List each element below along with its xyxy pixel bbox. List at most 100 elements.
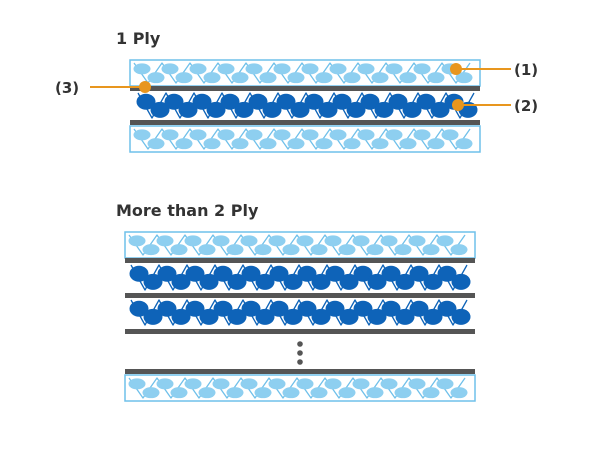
separator-sheet bbox=[130, 120, 480, 125]
fiber-bead bbox=[171, 273, 191, 290]
fiber-bead bbox=[226, 387, 244, 399]
fiber-bead bbox=[178, 101, 198, 118]
fiber-bead bbox=[329, 129, 347, 141]
zigzag-thread bbox=[133, 128, 471, 150]
fiber-bead bbox=[385, 129, 403, 141]
fiber-bead bbox=[213, 265, 233, 282]
fiber-bead bbox=[248, 93, 268, 110]
fiber-bead bbox=[371, 138, 389, 150]
fiber-bead bbox=[170, 387, 188, 399]
zigzag-thread bbox=[130, 299, 468, 326]
fiber-bead bbox=[255, 308, 275, 325]
callout-2-marker bbox=[452, 99, 464, 111]
callout-3-label: (3) bbox=[55, 79, 79, 97]
dark-fabric-layer bbox=[136, 92, 478, 119]
zigzag-thread bbox=[133, 62, 471, 84]
fiber-bead bbox=[367, 273, 387, 290]
fiber-bead bbox=[241, 300, 261, 317]
fiber-bead bbox=[147, 72, 165, 84]
separator-sheet bbox=[125, 293, 475, 298]
fiber-bead bbox=[339, 273, 359, 290]
fiber-bead bbox=[133, 63, 151, 75]
fiber-bead bbox=[357, 129, 375, 141]
fiber-bead bbox=[234, 101, 254, 118]
fiber-bead bbox=[136, 93, 156, 110]
fiber-bead bbox=[241, 265, 261, 282]
fiber-bead bbox=[212, 378, 230, 390]
fiber-bead bbox=[343, 72, 361, 84]
fiber-bead bbox=[290, 101, 310, 118]
fiber-bead bbox=[436, 235, 454, 247]
fiber-bead bbox=[262, 101, 282, 118]
fiber-bead bbox=[227, 273, 247, 290]
fiber-bead bbox=[198, 244, 216, 256]
fiber-bead bbox=[255, 273, 275, 290]
fiber-bead bbox=[402, 101, 422, 118]
fiber-bead bbox=[332, 93, 352, 110]
dark-fabric-layer bbox=[129, 264, 471, 291]
fiber-bead bbox=[301, 129, 319, 141]
fiber-bead bbox=[427, 72, 445, 84]
fiber-bead bbox=[287, 72, 305, 84]
separator-sheet bbox=[125, 329, 475, 334]
fiber-bead bbox=[157, 300, 177, 317]
fiber-bead bbox=[310, 244, 328, 256]
fiber-bead bbox=[409, 265, 429, 282]
fiber-bead bbox=[381, 265, 401, 282]
fiber-bead bbox=[217, 129, 235, 141]
fiber-bead bbox=[128, 235, 146, 247]
fiber-bead bbox=[245, 129, 263, 141]
light-mesh-layer bbox=[124, 231, 476, 259]
fiber-bead bbox=[175, 72, 193, 84]
fiber-bead bbox=[437, 265, 457, 282]
callout-1-label: (1) bbox=[514, 61, 538, 79]
fiber-bead bbox=[441, 129, 459, 141]
fiber-bead bbox=[366, 244, 384, 256]
fiber-bead bbox=[240, 378, 258, 390]
separator-sheet bbox=[125, 258, 475, 263]
fiber-bead bbox=[199, 273, 219, 290]
fiber-bead bbox=[324, 378, 342, 390]
fiber-bead bbox=[318, 101, 338, 118]
fiber-bead bbox=[329, 63, 347, 75]
fiber-bead bbox=[143, 273, 163, 290]
fiber-bead bbox=[315, 72, 333, 84]
fiber-bead bbox=[273, 129, 291, 141]
light-mesh-layer bbox=[124, 374, 476, 402]
fiber-bead bbox=[311, 273, 331, 290]
fiber-bead bbox=[220, 93, 240, 110]
fiber-bead bbox=[430, 101, 450, 118]
fiber-bead bbox=[245, 63, 263, 75]
callout-1: (1) bbox=[450, 61, 538, 79]
zigzag-thread bbox=[128, 377, 466, 399]
fiber-bead bbox=[366, 387, 384, 399]
fiber-bead bbox=[423, 308, 443, 325]
fiber-bead bbox=[189, 63, 207, 75]
fiber-bead bbox=[367, 308, 387, 325]
section-title-1-ply: 1 Ply bbox=[116, 29, 161, 48]
fiber-bead bbox=[226, 244, 244, 256]
fiber-bead bbox=[213, 300, 233, 317]
fiber-bead bbox=[451, 273, 471, 290]
fiber-bead bbox=[254, 387, 272, 399]
fiber-bead bbox=[157, 265, 177, 282]
fiber-bead bbox=[259, 138, 277, 150]
fiber-bead bbox=[352, 235, 370, 247]
fiber-bead bbox=[185, 300, 205, 317]
fiber-bead bbox=[325, 300, 345, 317]
fiber-bead bbox=[175, 138, 193, 150]
fiber-bead bbox=[296, 235, 314, 247]
fiber-bead bbox=[455, 72, 473, 84]
fiber-bead bbox=[315, 138, 333, 150]
fiber-bead bbox=[450, 387, 468, 399]
fiber-bead bbox=[133, 129, 151, 141]
fiber-bead bbox=[339, 308, 359, 325]
fiber-bead bbox=[450, 244, 468, 256]
dot bbox=[297, 359, 303, 365]
dot bbox=[297, 350, 303, 356]
fiber-bead bbox=[184, 235, 202, 247]
fiber-bead bbox=[343, 138, 361, 150]
fiber-bead bbox=[273, 63, 291, 75]
fiber-bead bbox=[427, 138, 445, 150]
fiber-bead bbox=[338, 244, 356, 256]
